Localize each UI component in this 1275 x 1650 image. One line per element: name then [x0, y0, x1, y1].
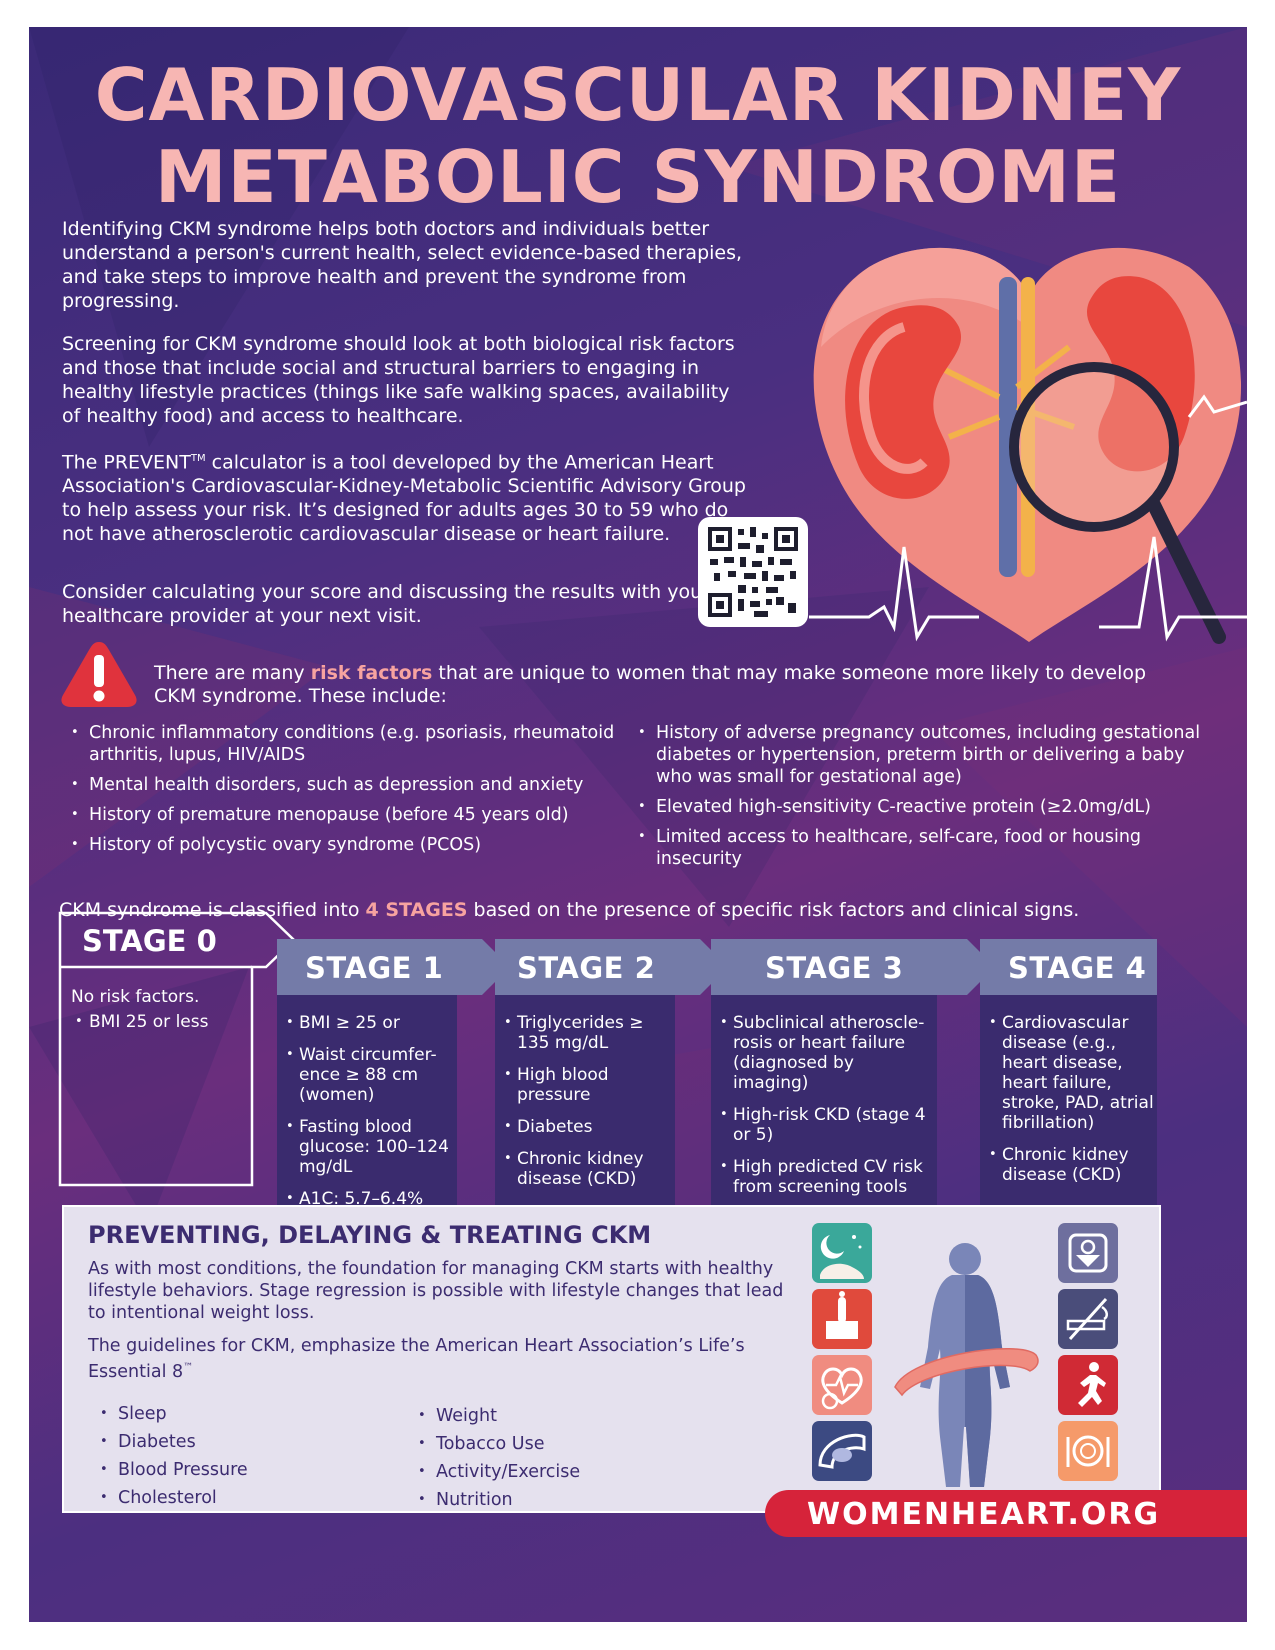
stage-0-note: No risk factors. — [71, 987, 200, 1007]
list-item: History of premature menopause (before 4… — [59, 804, 619, 826]
blood-pressure-icon — [812, 1355, 872, 1415]
essentials-right-list: Weight Tobacco Use Activity/Exercise Nut… — [406, 1405, 580, 1517]
risk-intro-start: There are many — [154, 662, 311, 684]
magnifier-handle — [1147, 498, 1226, 644]
list-item: Blood Pressure — [88, 1459, 248, 1481]
list-item: Diabetes — [495, 1117, 671, 1137]
risk-factors-intro: There are many risk factors that are uni… — [154, 662, 1174, 708]
trademark-mark: TM — [190, 453, 206, 464]
qr-code-icon — [708, 527, 798, 617]
qr-code[interactable] — [698, 517, 808, 627]
stage-1-card: BMI ≥ 25 or Waist circumfer-ence ≥ 88 cm… — [277, 995, 457, 1213]
list-item: Chronic kidney disease (CKD) — [495, 1149, 671, 1189]
stage-1-title: STAGE 1 — [305, 951, 444, 985]
sleep-icon — [812, 1223, 872, 1283]
list-item: Cardiovascular disease (e.g., heart dise… — [980, 1013, 1154, 1133]
intro-paragraph-1: Identifying CKM syndrome helps both doct… — [62, 218, 743, 312]
prevention-paragraph-1: As with most conditions, the foundation … — [88, 1259, 784, 1323]
list-item: Limited access to healthcare, self-care,… — [626, 826, 1206, 870]
list-item: Subclinical atheroscle-rosis or heart fa… — [711, 1013, 933, 1093]
life-essential-text: The guidelines for CKM, emphasize the Am… — [88, 1336, 745, 1382]
essentials-left-list: Sleep Diabetes Blood Pressure Cholestero… — [88, 1403, 248, 1515]
intro-paragraph-2: Screening for CKM syndrome should look a… — [62, 333, 735, 427]
prevention-panel: PREVENTING, DELAYING & TREATING CKM As w… — [62, 1205, 1161, 1513]
list-item: High blood pressure — [495, 1065, 671, 1105]
stages-intro: CKM syndrome is classified into 4 STAGES… — [59, 899, 1219, 921]
stage-0-outline — [58, 911, 296, 1187]
intro-paragraph-3: The PREVENTTM calculator is a tool devel… — [62, 447, 752, 546]
stage-0-list: BMI 25 or less — [63, 1012, 243, 1040]
stage-1-list: BMI ≥ 25 or Waist circumfer-ence ≥ 88 cm… — [277, 1013, 449, 1221]
list-item: Weight — [406, 1405, 580, 1427]
stage-2-card: Triglycerides ≥ 135 mg/dL High blood pre… — [495, 995, 675, 1213]
prevention-paragraph-2: The guidelines for CKM, emphasize the Am… — [88, 1335, 788, 1383]
poster: CARDIOVASCULAR KIDNEY METABOLIC SYNDROME… — [29, 27, 1247, 1622]
stage-4-header: STAGE 4 — [980, 939, 1157, 995]
stage-4-list: Cardiovascular disease (e.g., heart dise… — [980, 1013, 1154, 1197]
list-item: Fasting blood glucose: 100–124 mg/dL — [277, 1117, 449, 1177]
magnifier-lens — [1009, 362, 1179, 532]
trademark-mark: ™ — [183, 1362, 194, 1373]
website-link[interactable]: WOMENHEART.ORG — [807, 1497, 1161, 1532]
exercise-icon — [1058, 1355, 1118, 1415]
list-item: Tobacco Use — [406, 1433, 580, 1455]
stages-intro-end: based on the presence of specific risk f… — [467, 899, 1080, 921]
title-line-2: METABOLIC SYNDROME — [154, 135, 1122, 219]
risk-intro-end: that are unique to women that may make s… — [154, 662, 1147, 707]
stage-4-title: STAGE 4 — [1008, 951, 1147, 985]
ecg-line — [809, 546, 979, 642]
stages-intro-start: CKM syndrome is classified into — [59, 899, 366, 921]
list-item: Sleep — [88, 1403, 248, 1425]
weight-scale-icon — [1058, 1223, 1118, 1283]
list-item: Waist circumfer-ence ≥ 88 cm (women) — [277, 1045, 449, 1105]
stage-2-list: Triglycerides ≥ 135 mg/dL High blood pre… — [495, 1013, 671, 1201]
list-item: Diabetes — [88, 1431, 248, 1453]
list-item: History of polycystic ovary syndrome (PC… — [59, 834, 619, 856]
list-item: Elevated high-sensitivity C-reactive pro… — [626, 796, 1206, 818]
list-item: Cholesterol — [88, 1487, 248, 1509]
stage-3-list: Subclinical atheroscle-rosis or heart fa… — [711, 1013, 933, 1209]
cholesterol-icon — [812, 1421, 872, 1481]
vein — [999, 277, 1017, 577]
risk-factors-highlight: risk factors — [310, 662, 433, 684]
list-item: Activity/Exercise — [406, 1461, 580, 1483]
diabetes-icon — [812, 1289, 872, 1349]
stage-2-title: STAGE 2 — [517, 951, 656, 985]
title-line-1: CARDIOVASCULAR KIDNEY — [94, 53, 1182, 137]
list-item: High-risk CKD (stage 4 or 5) — [711, 1105, 933, 1145]
stage-3-title: STAGE 3 — [765, 951, 904, 985]
stage-3-header: STAGE 3 — [711, 939, 967, 995]
stages-count-highlight: 4 STAGES — [365, 899, 468, 921]
nutrition-icon — [1058, 1421, 1118, 1481]
list-item: High predicted CV risk from screening to… — [711, 1157, 933, 1197]
no-smoking-icon — [1058, 1289, 1118, 1349]
prevention-heading: PREVENTING, DELAYING & TREATING CKM — [88, 1221, 652, 1249]
prevent-description: calculator is a tool developed by the Am… — [62, 451, 746, 546]
list-item: A1C: 5.7–6.4% — [277, 1189, 449, 1209]
stage-1-header: STAGE 1 — [277, 939, 482, 995]
list-item: Chronic kidney disease (CKD) — [980, 1145, 1154, 1185]
stage-2-header: STAGE 2 — [495, 939, 700, 995]
list-item: BMI 25 or less — [63, 1012, 243, 1032]
list-item: History of adverse pregnancy outcomes, i… — [626, 722, 1206, 788]
list-item: BMI ≥ 25 or — [277, 1013, 449, 1033]
list-item: Mental health disorders, such as depress… — [59, 774, 619, 796]
risk-factors-right-list: History of adverse pregnancy outcomes, i… — [626, 722, 1206, 878]
stage-0-title: STAGE 0 — [82, 924, 217, 958]
list-item: Nutrition — [406, 1489, 580, 1511]
warning-icon — [61, 642, 137, 707]
website-footer[interactable]: WOMENHEART.ORG — [765, 1490, 1247, 1537]
risk-factors-left-list: Chronic inflammatory conditions (e.g. ps… — [59, 722, 619, 864]
list-item: Chronic inflammatory conditions (e.g. ps… — [59, 722, 619, 766]
stage-3-card: Subclinical atheroscle-rosis or heart fa… — [711, 995, 937, 1213]
stage-4-card: Cardiovascular disease (e.g., heart dise… — [980, 995, 1157, 1213]
intro-paragraph-4: Consider calculating your score and disc… — [62, 581, 710, 627]
heart-kidney-illustration — [809, 247, 1247, 644]
list-item: Triglycerides ≥ 135 mg/dL — [495, 1013, 671, 1053]
body-figure-icon — [894, 1243, 1039, 1487]
prevent-text: The PREVENT — [62, 451, 191, 474]
